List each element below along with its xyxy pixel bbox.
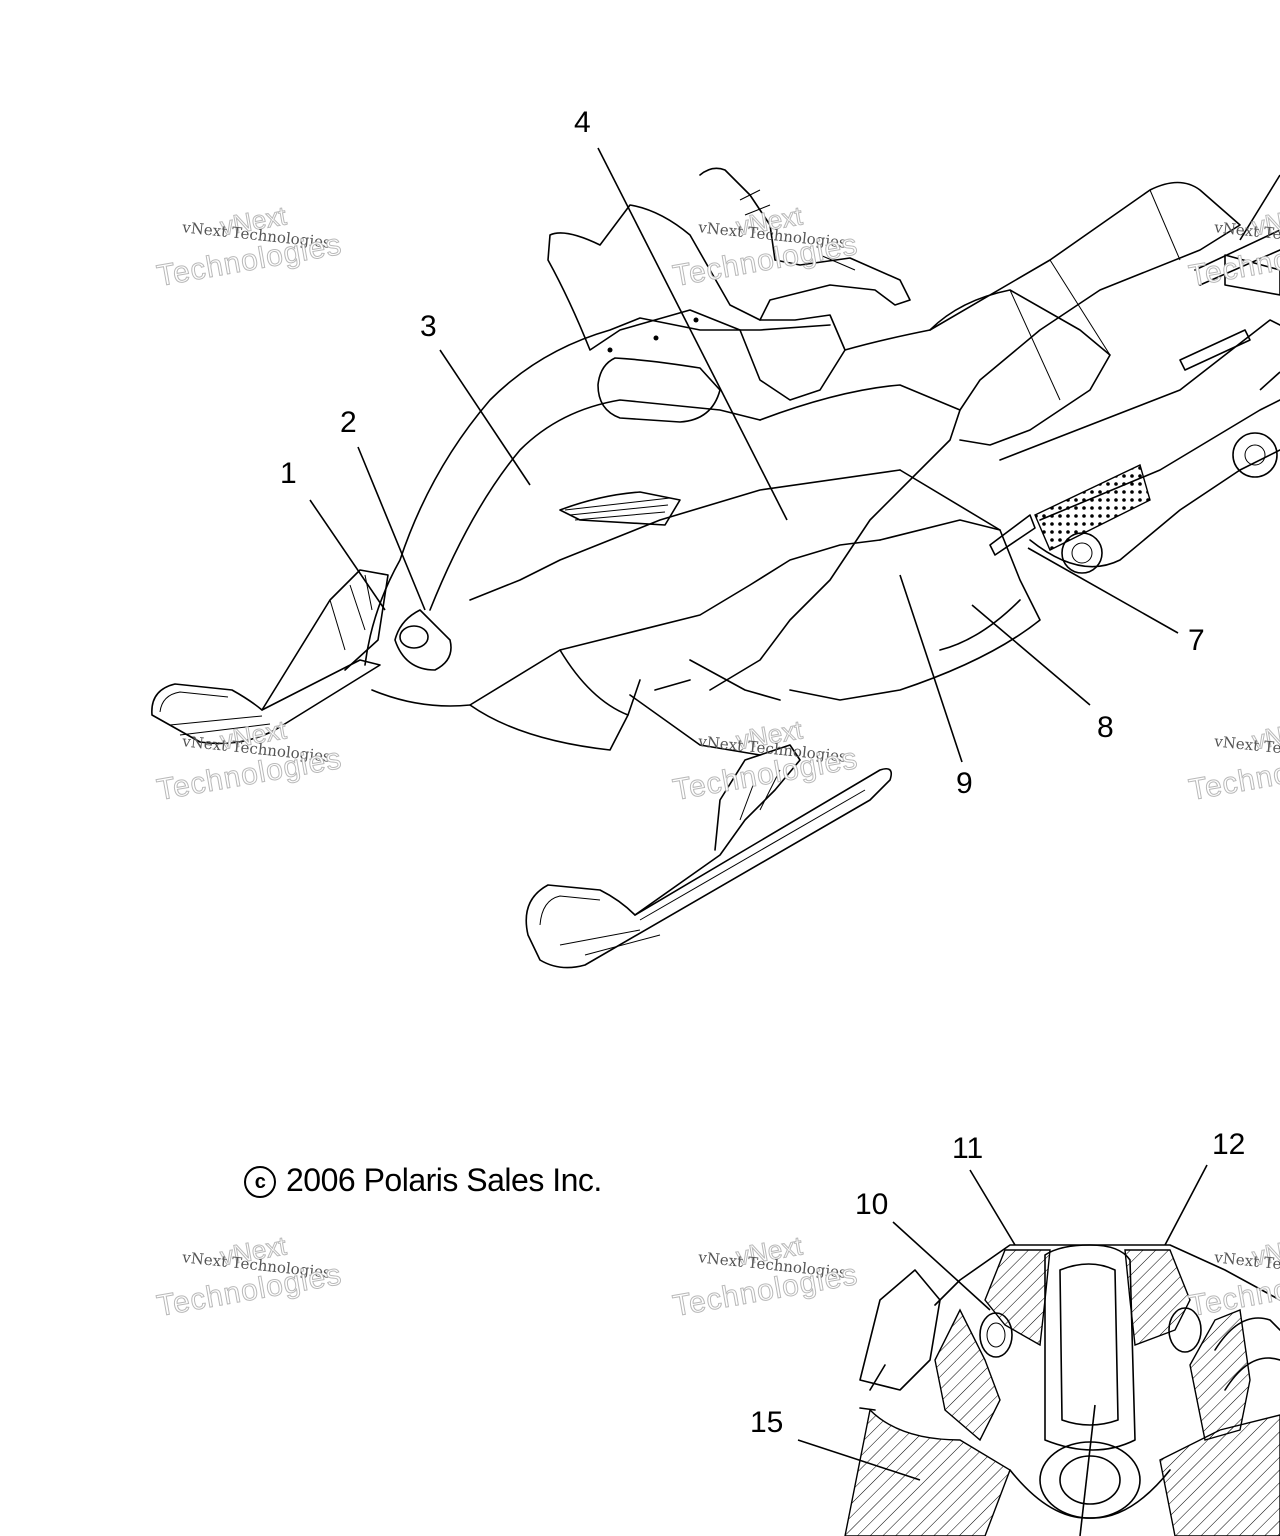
callout-9: 9: [956, 767, 973, 800]
callout-numbers: 1 2 3 4 7 8 9 10 11 12 15: [280, 106, 1245, 1439]
copyright-icon: c: [244, 1166, 276, 1198]
snowmobile-drawing: [151, 167, 1280, 969]
callout-7: 7: [1188, 624, 1205, 657]
callout-4: 4: [574, 106, 591, 139]
leader-lines: [309, 147, 1280, 1536]
callout-2: 2: [340, 406, 357, 439]
copyright-notice: c 2006 Polaris Sales Inc.: [244, 1162, 602, 1199]
hood-top-view: [844, 1244, 1280, 1536]
callout-3: 3: [420, 310, 437, 343]
callout-10: 10: [855, 1188, 888, 1221]
callout-15: 15: [750, 1406, 783, 1439]
callout-11: 11: [952, 1132, 983, 1165]
copyright-text: 2006 Polaris Sales Inc.: [286, 1162, 602, 1198]
callout-8: 8: [1097, 711, 1114, 744]
callout-12: 12: [1212, 1128, 1245, 1161]
callout-1: 1: [280, 457, 297, 490]
